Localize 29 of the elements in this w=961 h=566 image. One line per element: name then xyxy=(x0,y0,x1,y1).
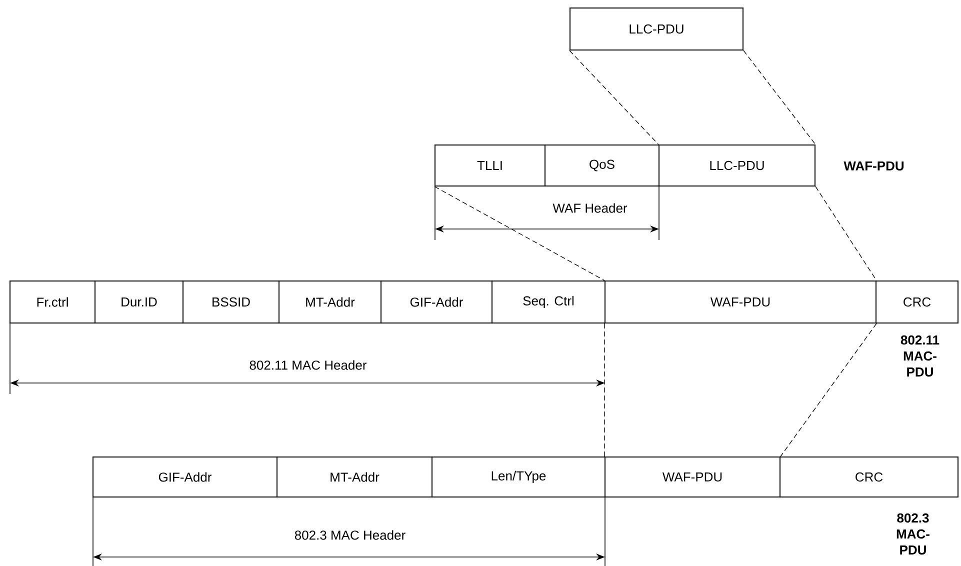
field-cell: MT-Addr xyxy=(278,280,382,324)
field-cell: MT-Addr xyxy=(276,456,432,498)
field-cell: CRC xyxy=(876,280,958,324)
pdu-title: 802.11 MAC-PDU xyxy=(900,335,940,377)
field-cell: WAF-PDU xyxy=(604,456,780,498)
mapping-line xyxy=(569,50,659,145)
field-cell: LLC-PDU xyxy=(570,8,744,50)
field-cell: CRC xyxy=(780,456,958,498)
pdu-title: WAF-PDU xyxy=(844,161,904,171)
mapping-line xyxy=(743,50,816,145)
mapping-line xyxy=(780,323,877,457)
field-cell: BSSID xyxy=(182,280,280,324)
field-cell: WAF-PDU xyxy=(604,280,876,324)
field-cell: LLC-PDU xyxy=(658,144,816,186)
mapping-line xyxy=(434,186,605,281)
field-cell: Fr.ctrl xyxy=(10,280,96,324)
dimension-label: 802.11 MAC Header xyxy=(250,360,367,370)
mapping-line xyxy=(815,186,877,281)
pdu-title: 802.3 MAC-PDU xyxy=(896,513,930,555)
field-cell: Dur.ID xyxy=(94,280,184,324)
dimension-label: WAF Header xyxy=(552,203,628,213)
field-cell: GIF-Addr xyxy=(92,456,278,498)
field-cell: TLLI xyxy=(434,144,546,186)
dimension-label: 802.3 MAC Header xyxy=(294,530,406,540)
field-cell: QoS xyxy=(544,144,660,186)
field-cell: Seq. Ctrl xyxy=(492,280,606,324)
field-cell: GIF-Addr xyxy=(380,280,492,324)
mapping-line xyxy=(604,323,605,457)
field-cell: Len/TYpe xyxy=(432,456,606,498)
